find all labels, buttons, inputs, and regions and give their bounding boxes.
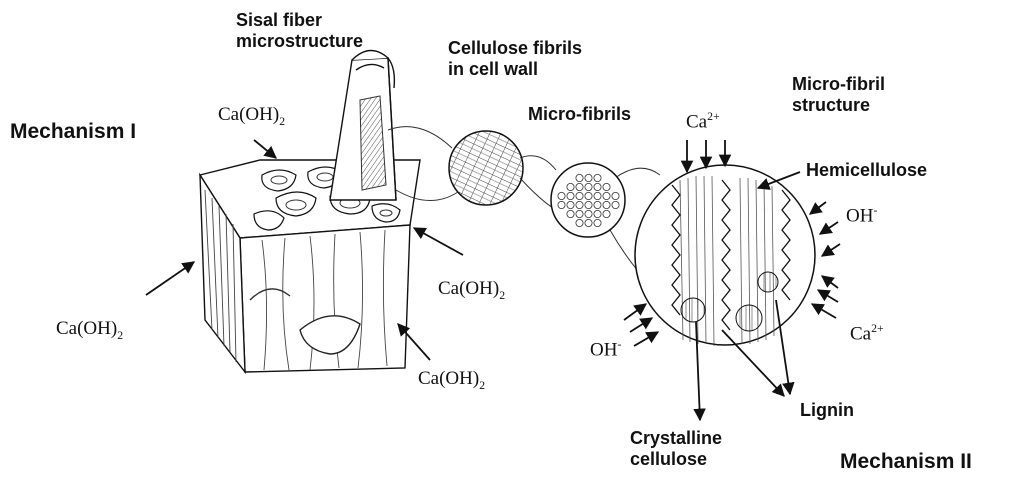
label-crystalline-cellulose: Crystalline cellulose <box>630 428 722 469</box>
arrow-oh-l1 <box>624 304 646 320</box>
micro-fibril-dot <box>567 183 574 190</box>
micro-fibril-dot <box>594 201 601 208</box>
micro-fibril-dot <box>585 174 592 181</box>
arrow-oh-l2 <box>630 318 652 332</box>
micro-fibril-dot <box>585 219 592 226</box>
label-sisal-fiber: Sisal fiber microstructure <box>236 10 363 51</box>
label-ca-right: Ca2+ <box>850 322 884 345</box>
arrow-oh-r1 <box>810 202 826 214</box>
micro-fibril-dot <box>594 174 601 181</box>
micro-fibril-dot <box>576 210 583 217</box>
micro-fibril-dot <box>594 210 601 217</box>
arrow-caoh2-right <box>414 228 463 255</box>
fiber-tube <box>330 50 396 200</box>
micro-fibril-dot <box>576 174 583 181</box>
arrow-oh-r3 <box>822 244 840 256</box>
label-micro-fibrils: Micro-fibrils <box>528 104 631 125</box>
micro-fibril-dot <box>594 219 601 226</box>
micro-fibril-dot <box>585 192 592 199</box>
micro-fibril-dot <box>567 192 574 199</box>
micro-fibril-dot <box>558 192 565 199</box>
label-lignin: Lignin <box>800 400 854 421</box>
micro-fibril-dot <box>603 201 610 208</box>
arrow-caoh2-left <box>146 262 194 295</box>
arrow-ca-r1 <box>822 276 838 288</box>
micro-fibril-dot <box>576 219 583 226</box>
label-mechanism-1: Mechanism I <box>10 120 136 144</box>
micro-fibril-dot <box>594 192 601 199</box>
micro-fibril-dot <box>576 183 583 190</box>
arrow-ca-r2 <box>818 290 838 302</box>
label-caoh2-top: Ca(OH)2 <box>218 104 285 128</box>
micro-fibril-dot <box>576 192 583 199</box>
cellulose-fibrils-circle <box>449 131 523 205</box>
arrow-oh-l3 <box>634 332 658 346</box>
micro-fibril-dot <box>585 201 592 208</box>
micro-fibril-dot <box>612 192 619 199</box>
micro-fibril-dot <box>603 183 610 190</box>
micro-fibril-structure-circle <box>635 165 815 346</box>
micro-fibril-dot <box>612 201 619 208</box>
label-cellulose-fibrils: Cellulose fibrils in cell wall <box>448 38 582 79</box>
label-hemicellulose: Hemicellulose <box>806 160 927 181</box>
arrow-oh-r2 <box>820 222 838 234</box>
label-ca-top: Ca2+ <box>686 110 720 133</box>
micro-fibril-dot <box>567 210 574 217</box>
micro-fibril-dot <box>558 201 565 208</box>
micro-fibrils-circle <box>551 163 625 237</box>
label-mechanism-2: Mechanism II <box>840 450 972 474</box>
arrow-caoh2-top <box>254 140 276 158</box>
label-oh-right: OH- <box>846 204 877 227</box>
micro-fibril-dot <box>567 201 574 208</box>
micro-fibril-dot <box>594 183 601 190</box>
micro-fibril-dot <box>585 183 592 190</box>
micro-fibril-dot <box>603 192 610 199</box>
label-caoh2-right: Ca(OH)2 <box>438 278 505 302</box>
label-micro-fibril-structure: Micro-fibril structure <box>792 74 885 115</box>
arrow-ca-r3 <box>812 304 836 318</box>
micro-fibril-dot <box>576 201 583 208</box>
label-caoh2-bottom: Ca(OH)2 <box>418 368 485 392</box>
micro-fibril-dot <box>603 210 610 217</box>
label-oh-left: OH- <box>590 338 621 361</box>
micro-fibril-dot <box>585 210 592 217</box>
label-caoh2-left: Ca(OH)2 <box>56 318 123 342</box>
